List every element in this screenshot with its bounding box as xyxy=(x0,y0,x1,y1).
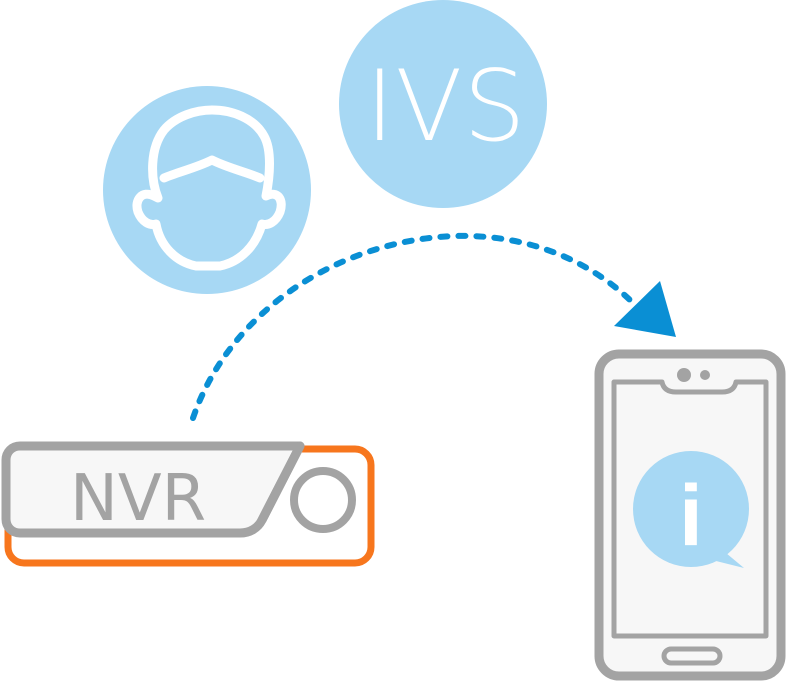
phone-sensor xyxy=(700,370,710,380)
nvr-gray-panel xyxy=(1,441,305,538)
nvr-label: NVR xyxy=(70,462,206,536)
phone-home-button xyxy=(661,646,723,666)
info-bubble-icon: i xyxy=(633,451,749,568)
ivs-label: IVS xyxy=(365,50,526,164)
arrow-icon xyxy=(190,232,676,421)
nvr-device-icon: NVR xyxy=(1,441,375,567)
phone-camera xyxy=(677,368,691,382)
ivs-circle xyxy=(339,0,547,208)
phone-screen xyxy=(611,379,769,639)
info-circle xyxy=(633,451,749,567)
nvr-slash xyxy=(257,441,305,525)
info-label: i xyxy=(679,468,703,564)
nvr-power-button xyxy=(290,467,356,533)
face-badge xyxy=(103,86,311,294)
ivs-badge: IVS xyxy=(339,0,547,208)
info-tail xyxy=(712,548,744,568)
dotted-arc xyxy=(190,232,633,421)
face-icon xyxy=(132,105,286,271)
arrowhead xyxy=(614,281,676,337)
